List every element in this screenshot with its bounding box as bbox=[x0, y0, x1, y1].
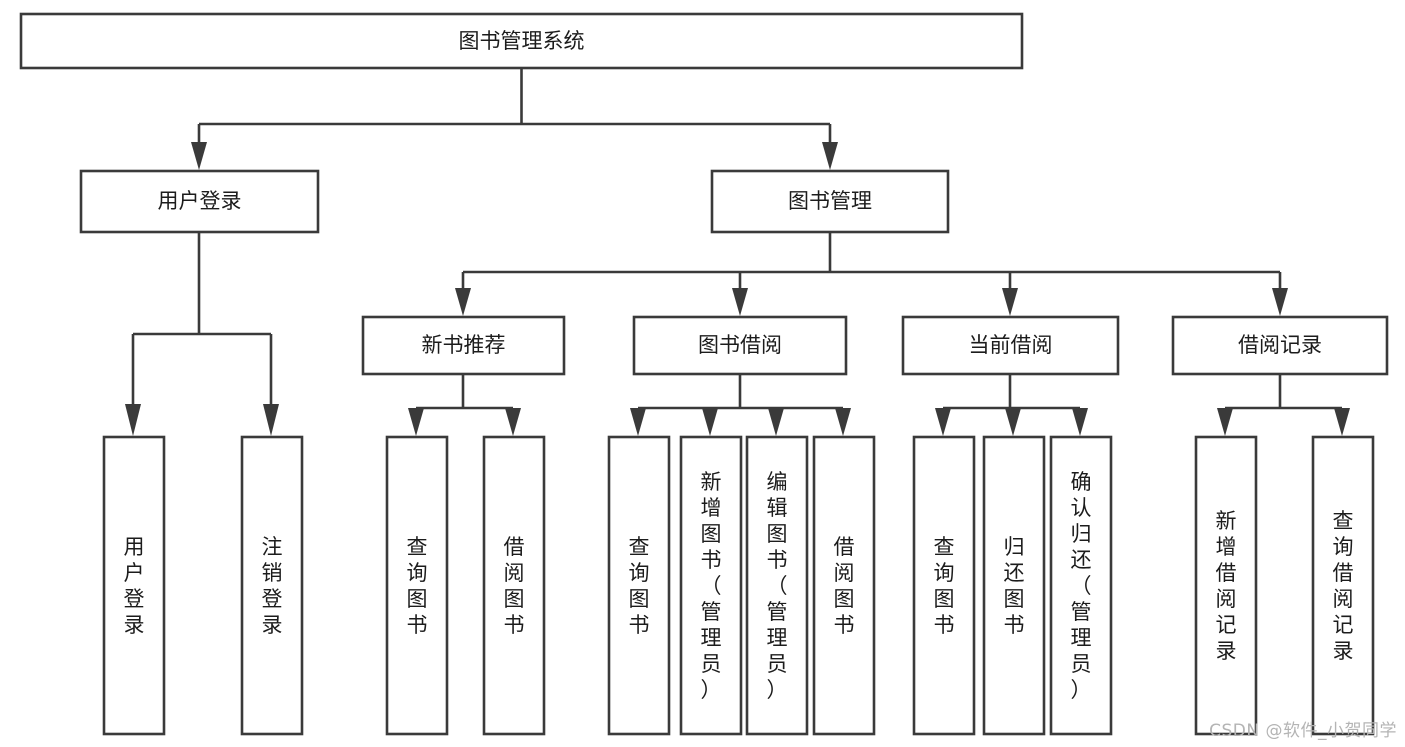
node-leaf-user-login-label: 用户登录 bbox=[124, 535, 145, 637]
node-leaf-confirm-return[interactable]: 确认归还（管理员） bbox=[1049, 435, 1113, 736]
node-leaf-add-record-label: 新增借阅记录 bbox=[1216, 509, 1237, 663]
arrow-head-leaf-user-login bbox=[125, 404, 141, 436]
node-leaf-borrow-book-1-box[interactable] bbox=[482, 435, 546, 736]
arrow-head-user-login bbox=[191, 142, 207, 170]
node-book-borrow-box[interactable] bbox=[632, 315, 848, 376]
node-leaf-add-record[interactable]: 新增借阅记录 bbox=[1194, 435, 1258, 736]
node-leaf-query-record[interactable]: 查询借阅记录 bbox=[1311, 435, 1375, 736]
node-new-book-recommend-label: 新书推荐 bbox=[422, 333, 506, 357]
node-leaf-confirm-return-box[interactable] bbox=[1049, 435, 1113, 736]
node-leaf-query-book-2[interactable]: 查询图书 bbox=[607, 435, 671, 736]
node-leaf-return-book-box[interactable] bbox=[982, 435, 1046, 736]
arrow-head-leaf-borrow-book-2 bbox=[835, 408, 851, 436]
node-leaf-borrow-book-2[interactable]: 借阅图书 bbox=[812, 435, 876, 736]
node-leaf-return-book-label: 归还图书 bbox=[1004, 535, 1025, 637]
node-leaf-return-book[interactable]: 归还图书 bbox=[982, 435, 1046, 736]
node-leaf-logout-box[interactable] bbox=[240, 435, 304, 736]
node-root-box[interactable] bbox=[19, 12, 1024, 70]
node-book-borrow[interactable]: 图书借阅 bbox=[632, 315, 848, 376]
node-leaf-logout-label: 注销登录 bbox=[262, 535, 283, 637]
node-leaf-query-record-label: 查询借阅记录 bbox=[1333, 509, 1354, 663]
node-leaf-add-book[interactable]: 新增图书（管理员） bbox=[679, 435, 743, 736]
arrow-head-current-borrow bbox=[1002, 288, 1018, 316]
arrow-head-leaf-borrow-book-1 bbox=[505, 408, 521, 436]
node-leaf-edit-book[interactable]: 编辑图书（管理员） bbox=[745, 435, 809, 736]
arrow-head-leaf-add-record bbox=[1217, 408, 1233, 436]
node-leaf-logout[interactable]: 注销登录 bbox=[240, 435, 304, 736]
node-root-label: 图书管理系统 bbox=[459, 29, 585, 53]
arrow-head-leaf-query-book-3 bbox=[935, 408, 951, 436]
csdn-watermark: CSDN @软件_小贺同学 bbox=[1209, 721, 1397, 741]
node-leaf-user-login[interactable]: 用户登录 bbox=[102, 435, 166, 736]
node-leaf-borrow-book-1[interactable]: 借阅图书 bbox=[482, 435, 546, 736]
node-borrow-record[interactable]: 借阅记录 bbox=[1171, 315, 1389, 376]
arrow-head-leaf-logout bbox=[263, 404, 279, 436]
node-leaf-query-book-3-box[interactable] bbox=[912, 435, 976, 736]
node-book-manage[interactable]: 图书管理 bbox=[710, 169, 950, 234]
node-new-book-recommend-box[interactable] bbox=[361, 315, 566, 376]
node-leaf-add-book-label: 新增图书（管理员） bbox=[701, 470, 722, 702]
node-leaf-edit-book-label: 编辑图书（管理员） bbox=[767, 470, 788, 702]
node-leaf-add-record-box[interactable] bbox=[1194, 435, 1258, 736]
node-leaf-borrow-book-1-label: 借阅图书 bbox=[504, 535, 525, 637]
node-leaf-query-book-3[interactable]: 查询图书 bbox=[912, 435, 976, 736]
node-leaf-query-book-1[interactable]: 查询图书 bbox=[385, 435, 449, 736]
node-leaf-query-book-2-label: 查询图书 bbox=[629, 535, 650, 637]
node-user-login[interactable]: 用户登录 bbox=[79, 169, 320, 234]
node-current-borrow[interactable]: 当前借阅 bbox=[901, 315, 1120, 376]
arrow-head-leaf-add-book bbox=[702, 408, 718, 436]
node-leaf-edit-book-box[interactable] bbox=[745, 435, 809, 736]
node-leaf-add-book-box[interactable] bbox=[679, 435, 743, 736]
node-leaf-query-book-1-box[interactable] bbox=[385, 435, 449, 736]
node-leaf-borrow-book-2-box[interactable] bbox=[812, 435, 876, 736]
node-book-manage-box[interactable] bbox=[710, 169, 950, 234]
arrow-head-leaf-query-record bbox=[1334, 408, 1350, 436]
arrow-head-borrow-record bbox=[1272, 288, 1288, 316]
node-leaf-query-book-3-label: 查询图书 bbox=[934, 535, 955, 637]
node-leaf-confirm-return-label: 确认归还（管理员） bbox=[1071, 470, 1092, 702]
node-book-manage-label: 图书管理 bbox=[788, 189, 872, 213]
arrow-head-book-manage bbox=[822, 142, 838, 170]
node-user-login-label: 用户登录 bbox=[158, 189, 242, 213]
node-borrow-record-box[interactable] bbox=[1171, 315, 1389, 376]
arrow-head-leaf-query-book-2 bbox=[630, 408, 646, 436]
connector-group bbox=[125, 68, 1350, 436]
node-leaf-query-book-1-label: 查询图书 bbox=[407, 535, 428, 637]
arrow-head-leaf-query-book-1 bbox=[408, 408, 424, 436]
node-leaf-query-book-2-box[interactable] bbox=[607, 435, 671, 736]
arrow-head-leaf-return-book bbox=[1005, 408, 1021, 436]
node-user-login-box[interactable] bbox=[79, 169, 320, 234]
node-current-borrow-box[interactable] bbox=[901, 315, 1120, 376]
arrow-head-leaf-edit-book bbox=[768, 408, 784, 436]
node-leaf-borrow-book-2-label: 借阅图书 bbox=[834, 535, 855, 637]
node-borrow-record-label: 借阅记录 bbox=[1238, 333, 1322, 357]
node-new-book-recommend[interactable]: 新书推荐 bbox=[361, 315, 566, 376]
node-book-borrow-label: 图书借阅 bbox=[698, 333, 782, 357]
node-root[interactable]: 图书管理系统 bbox=[19, 12, 1024, 70]
node-leaf-query-record-box[interactable] bbox=[1311, 435, 1375, 736]
node-current-borrow-label: 当前借阅 bbox=[969, 333, 1053, 357]
node-leaf-user-login-box[interactable] bbox=[102, 435, 166, 736]
arrow-head-new-book-recommend bbox=[455, 288, 471, 316]
arrow-head-leaf-confirm-return bbox=[1072, 408, 1088, 436]
arrow-head-book-borrow bbox=[732, 288, 748, 316]
